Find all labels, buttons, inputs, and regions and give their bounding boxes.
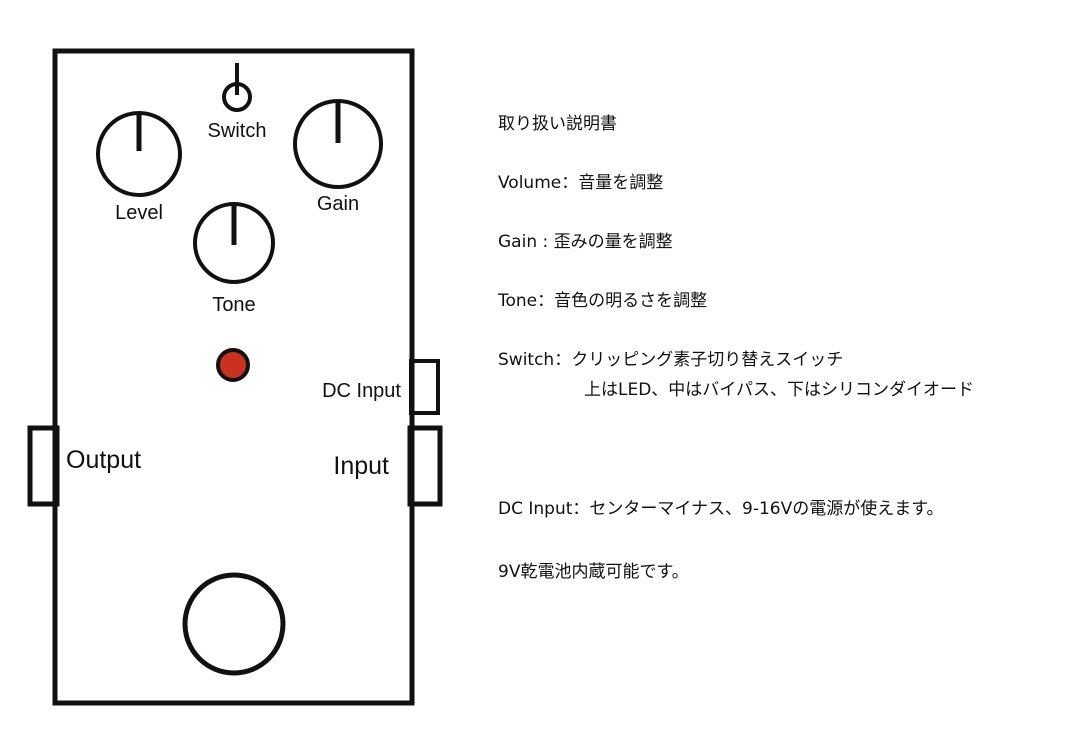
level-label: Level (115, 202, 163, 224)
dc-input-jack[interactable] (409, 359, 440, 415)
input-label: Input (333, 452, 389, 480)
manual-dc-input: DC Input：センターマイナス、9-16Vの電源が使えます。 (498, 499, 944, 519)
footswitch[interactable] (182, 572, 286, 676)
tone-label: Tone (212, 294, 255, 316)
manual-battery: 9V乾電池内蔵可能です。 (498, 562, 689, 582)
level-knob[interactable] (96, 111, 182, 197)
dc-input-label: DC Input (322, 380, 401, 402)
led-indicator (216, 348, 250, 382)
switch-label: Switch (208, 120, 267, 142)
manual-switch-line2: 上はLED、中はバイパス、下はシリコンダイオード (584, 380, 974, 400)
gain-label: Gain (317, 193, 359, 215)
manual-tone: Tone：音色の明るさを調整 (498, 291, 708, 311)
gain-knob[interactable] (293, 99, 383, 189)
manual-title: 取り扱い説明書 (498, 114, 617, 134)
tone-knob[interactable] (193, 202, 275, 284)
toggle-switch[interactable] (222, 63, 252, 112)
output-label: Output (66, 446, 141, 474)
manual-gain: Gain : 歪みの量を調整 (498, 232, 673, 252)
manual-volume: Volume：音量を調整 (498, 173, 664, 193)
manual-switch-line1: Switch：クリッピング素子切り替えスイッチ (498, 350, 844, 370)
